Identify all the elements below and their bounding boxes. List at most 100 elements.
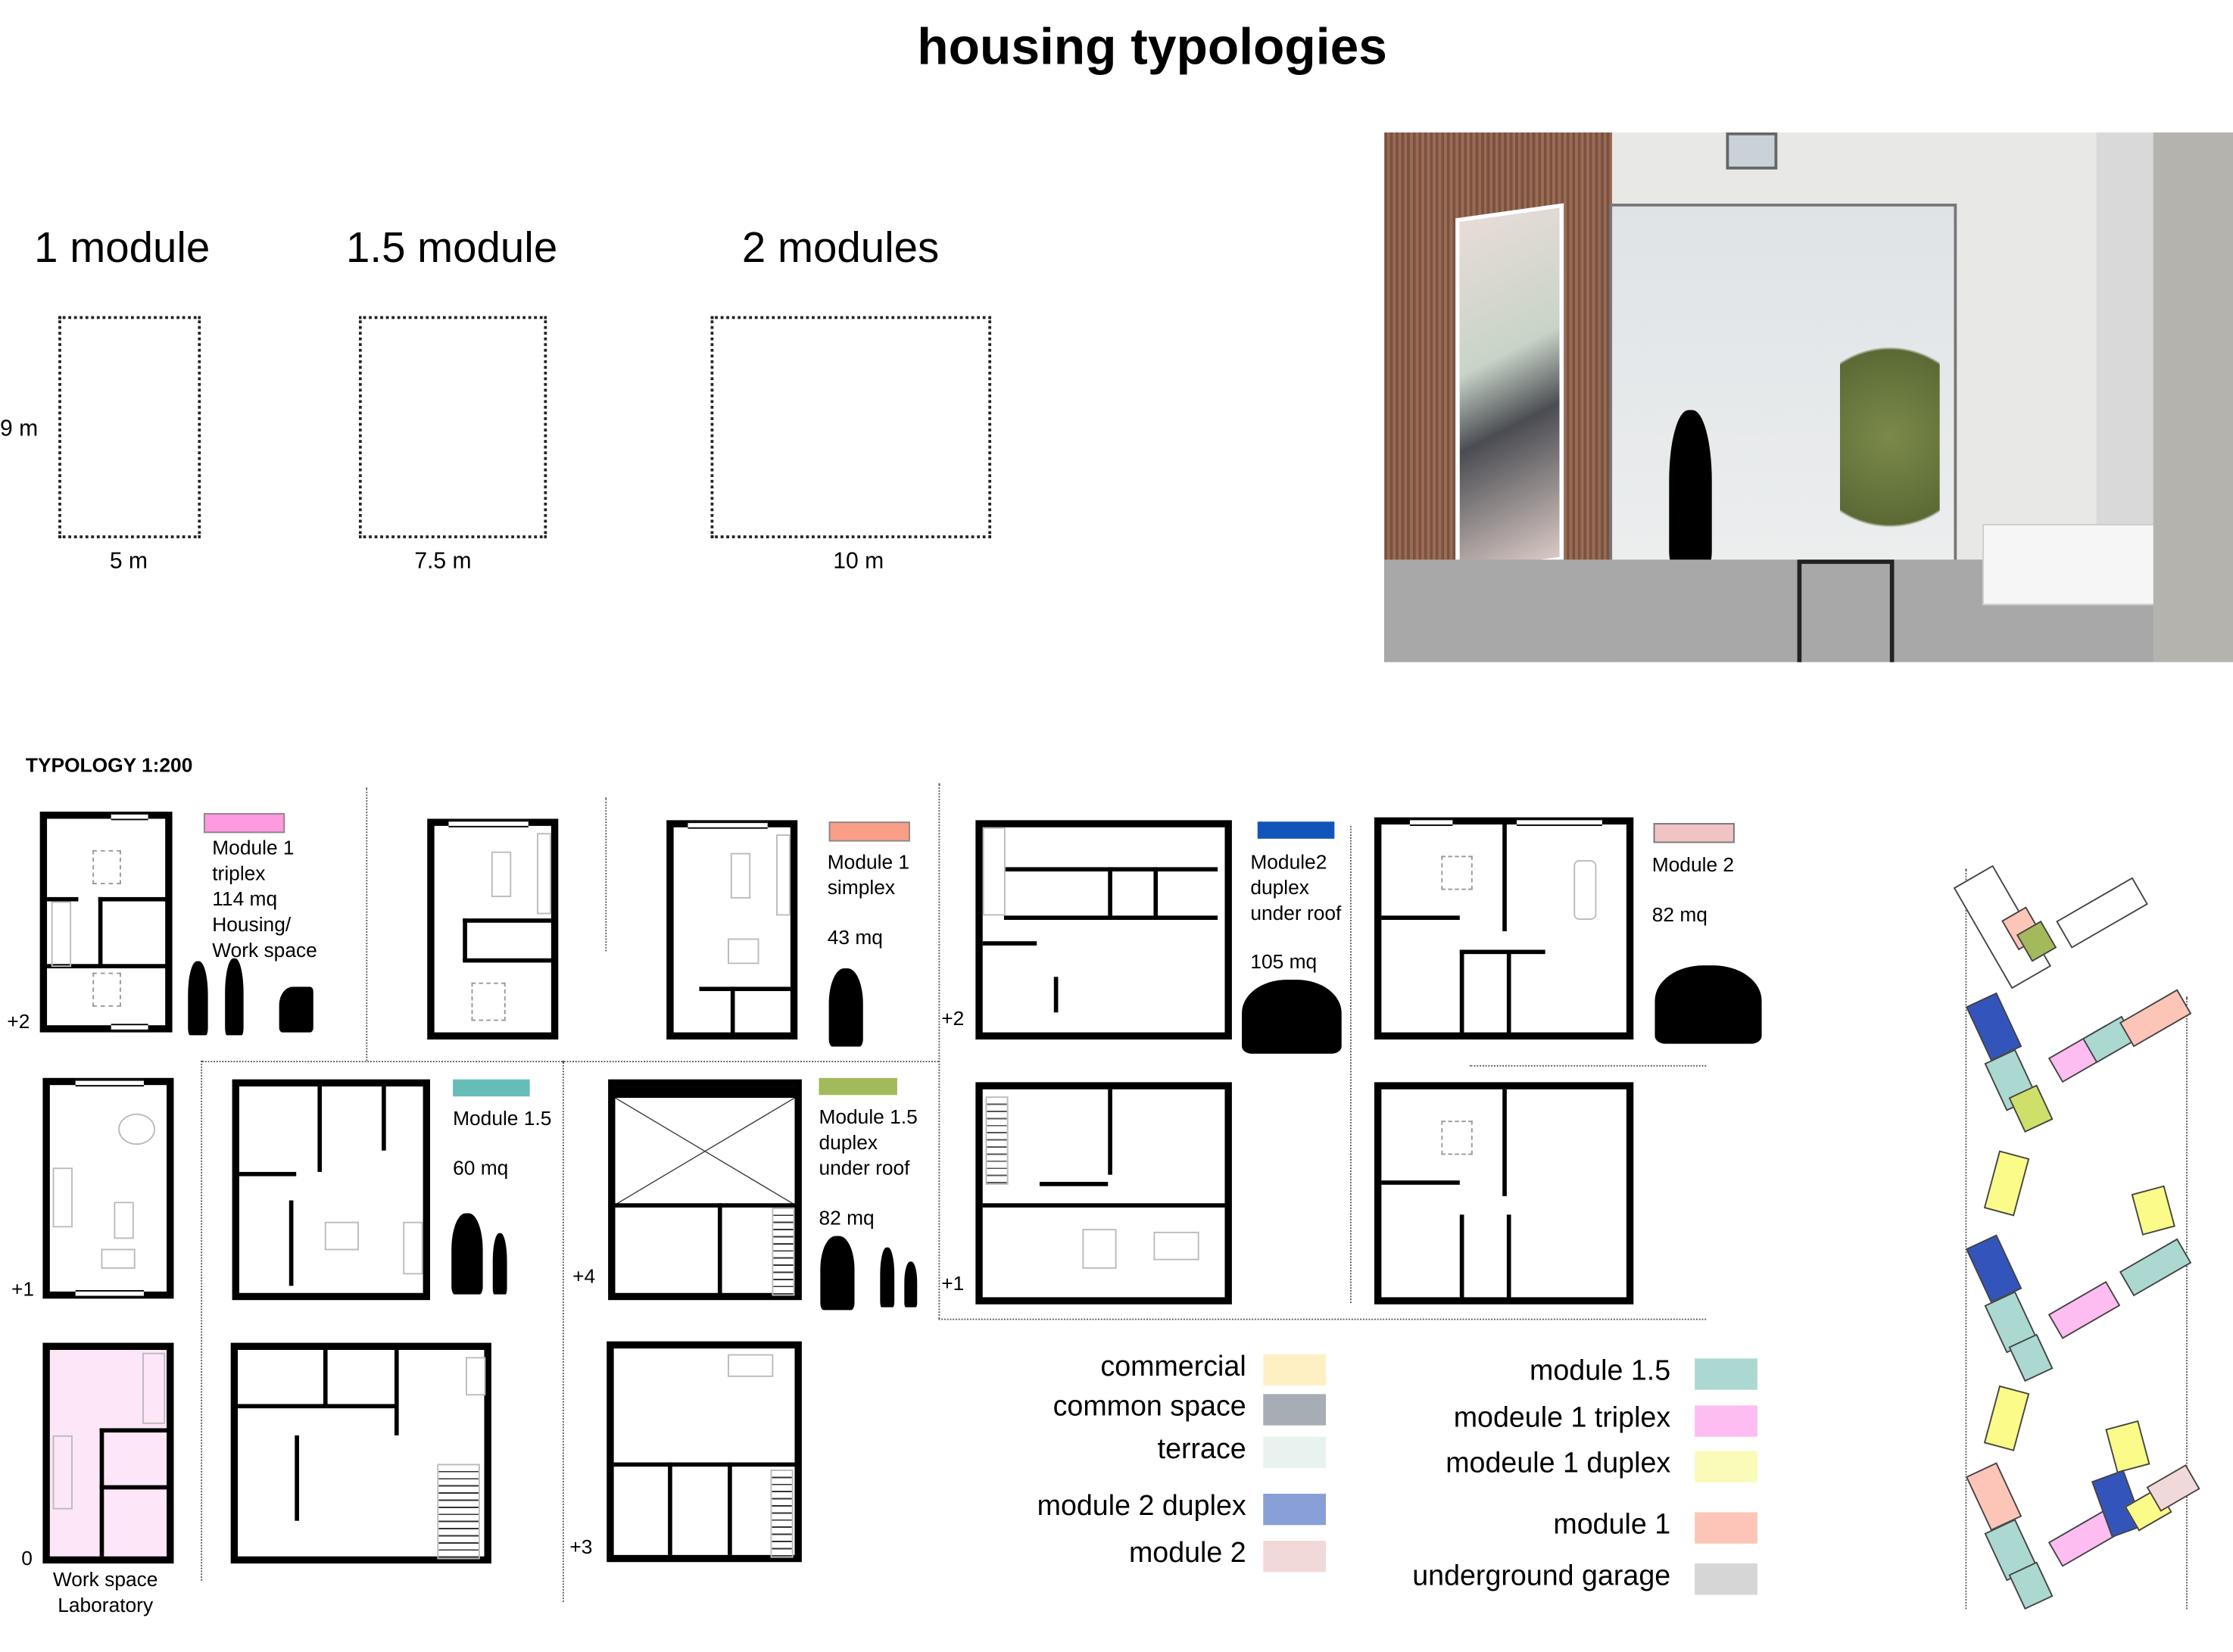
module-1-5-width: 7.5 m [414, 549, 472, 574]
level-label: 0 [21, 1546, 33, 1569]
m15-duplex-line: Module 1.5 [819, 1105, 918, 1128]
legend-label: module 1 [1553, 1509, 1671, 1541]
legend-swatch [1263, 1493, 1327, 1526]
floor-plan-triplex-ground-work-space [42, 1342, 174, 1564]
legend-swatch [1695, 1358, 1757, 1390]
couple-silhouette [820, 1236, 855, 1311]
module-1-5-duplex-area: 82 mq [819, 1206, 875, 1230]
floor-plan-module-2-duplex-level-1 [975, 1082, 1232, 1304]
floor-plan-module-1-5-level-3 [230, 1342, 491, 1564]
simplex-label: Module 1 simplex [828, 849, 909, 900]
site-building-block [2047, 1280, 2121, 1339]
module-1-5-heading: 1.5 module [346, 225, 558, 273]
triplex-line: Work space [212, 938, 317, 962]
floor-plan-triplex-level-2 [39, 812, 173, 1033]
child-silhouette [492, 1233, 507, 1295]
legend-swatch [1263, 1436, 1327, 1469]
m2-duplex-line: duplex [1250, 875, 1309, 899]
divider [1349, 825, 1352, 1303]
m15-duplex-line: under roof [819, 1156, 910, 1180]
site-building-block [2105, 1420, 2150, 1473]
module-2-duplex-color-swatch [1257, 821, 1335, 839]
legend-swatch [1695, 1405, 1757, 1437]
module-2-heading: 2 modules [741, 225, 940, 273]
module-2-area: 82 mq [1651, 902, 1707, 926]
module-2-outline [710, 316, 992, 538]
triplex-label: Module 1 triplex 114 mq Housing/ Work sp… [212, 834, 317, 962]
level-label: +1 [941, 1271, 965, 1295]
divider [1469, 1064, 1707, 1067]
interior-render-image [1384, 132, 2233, 662]
m2-duplex-line: under roof [1250, 901, 1342, 924]
floor-plan-module-1-5 [232, 1079, 431, 1301]
module-1-5-color-swatch [453, 1079, 530, 1097]
ground-floor-label-line: Laboratory [58, 1593, 154, 1616]
person-silhouette [225, 958, 244, 1036]
couple-silhouette [451, 1213, 483, 1295]
divider [938, 1318, 1707, 1320]
module-2-duplex-label: Module2 duplex under roof [1250, 849, 1341, 926]
skylight [1726, 132, 1778, 170]
legend-swatch [1695, 1563, 1757, 1595]
person-silhouette [188, 961, 208, 1036]
m15-duplex-line: duplex [819, 1130, 878, 1154]
triplex-line: triplex [212, 861, 266, 884]
floor-plan-module-1-simplex [666, 820, 798, 1040]
module-1-5-duplex-color-swatch [819, 1077, 897, 1096]
legend-label: modeule 1 triplex [1453, 1402, 1671, 1434]
person-at-desk-silhouette [279, 987, 313, 1033]
tree [1839, 346, 1940, 574]
void-cross-mark [615, 1098, 795, 1205]
triplex-color-swatch [203, 812, 285, 834]
divider [366, 787, 368, 1061]
module-2-width: 10 m [833, 549, 884, 574]
floor-plan-simplex-variant [427, 818, 559, 1040]
site-building-block [1983, 1150, 2030, 1217]
module-1-heading: 1 module [34, 225, 211, 273]
person-silhouette [1669, 410, 1712, 567]
divider [201, 1061, 939, 1063]
concrete-wall [2153, 132, 2233, 662]
legend-swatch [1263, 1541, 1327, 1573]
module-1-5-duplex-label: Module 1.5 duplex under roof [819, 1104, 917, 1181]
coffee-table [1797, 559, 1895, 662]
wall-painting [1455, 203, 1564, 576]
simplex-color-swatch [828, 821, 910, 842]
simplex-line: Module 1 [827, 849, 910, 873]
family-silhouette [1242, 979, 1342, 1054]
site-grid-line [2186, 996, 2188, 1610]
module-1-5-label: Module 1.5 [453, 1106, 552, 1130]
couple-silhouette [828, 968, 863, 1047]
triplex-area: 114 mq [212, 887, 278, 910]
triplex-line: Module 1 [212, 836, 295, 859]
ground-floor-label-line: Work space [52, 1567, 158, 1591]
white-sofa [1982, 524, 2171, 606]
legend-swatch [1695, 1451, 1757, 1482]
level-label: +4 [572, 1264, 596, 1288]
module-2-label: Module 2 [1651, 852, 1735, 876]
site-building-block [2056, 877, 2148, 949]
level-label: +2 [7, 1009, 30, 1033]
ground-floor-label: Work space Laboratory [29, 1566, 182, 1618]
site-plan-diagram [1951, 826, 2222, 1616]
module-2-color-swatch [1653, 823, 1735, 843]
legend-label: module 2 [1128, 1538, 1246, 1569]
module-1-outline [58, 316, 201, 538]
divider [938, 783, 940, 1319]
level-label: +3 [569, 1535, 593, 1558]
legend-label: module 1.5 [1530, 1355, 1671, 1387]
simplex-line: simplex [827, 875, 896, 899]
floor-plan-module-2-duplex-level-2 [975, 820, 1232, 1040]
site-building-block [2119, 1238, 2192, 1297]
floor-plan-module-1-5-duplex-level-4 [608, 1079, 802, 1301]
floor-plan-triplex-level-1 [42, 1077, 174, 1299]
floor-plan-module-1-5-duplex-level-3 [607, 1341, 802, 1563]
legend-label: module 2 duplex [1037, 1491, 1246, 1523]
site-building-block [1983, 1385, 2030, 1451]
legend-swatch [1263, 1354, 1327, 1386]
divider [605, 797, 607, 952]
module-1-5-outline [358, 316, 547, 538]
page-title: housing typologies [917, 17, 1387, 76]
m2-duplex-line: Module2 [1250, 849, 1327, 873]
